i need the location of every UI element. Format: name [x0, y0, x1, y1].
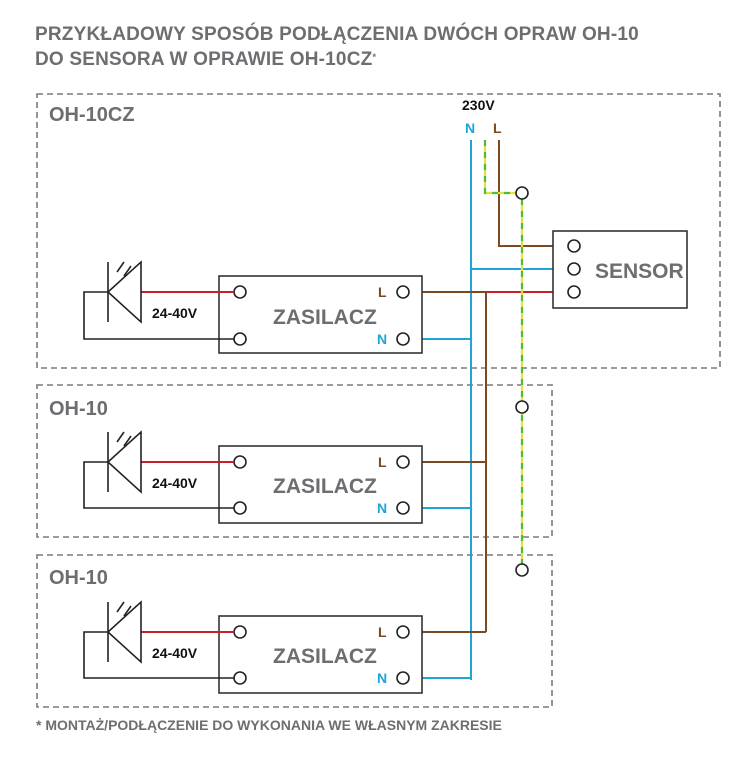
psu3-l-label: L — [378, 624, 387, 640]
sensor-terminal-2 — [567, 262, 581, 276]
fixture-name-oh10cz: OH-10CZ — [49, 104, 135, 126]
sensor-terminal-3 — [567, 285, 581, 299]
supply-voltage-label: 230V — [462, 97, 495, 113]
psu3-n-label: N — [377, 670, 387, 686]
psu-label-2: ZASILACZ — [273, 475, 377, 498]
sensor-unit: SENSOR — [552, 230, 688, 309]
psu3-led-plus-terminal — [233, 625, 247, 639]
psu3-l-terminal — [396, 625, 410, 639]
psu1-led-plus-terminal — [233, 285, 247, 299]
psu2-n-terminal — [396, 501, 410, 515]
psu3-n-terminal — [396, 671, 410, 685]
supply-n-label: N — [465, 120, 475, 136]
psu-label-3: ZASILACZ — [273, 645, 377, 668]
fixture-name-oh10-1: OH-10 — [49, 398, 108, 420]
fixture-oh10-2-circuit: ZASILACZ L N 24-40V — [83, 600, 423, 694]
sensor-label: SENSOR — [595, 260, 684, 283]
psu1-n-terminal — [396, 332, 410, 346]
psu1-l-terminal — [396, 285, 410, 299]
sensor-terminal-1 — [567, 239, 581, 253]
psu-box-3 — [218, 615, 423, 694]
fixture-box-oh10cz — [36, 93, 721, 369]
fixture-oh10cz-circuit: ZASILACZ L N 24-40V — [83, 260, 423, 354]
psu3-led-minus-terminal — [233, 671, 247, 685]
footnote: * MONTAŻ/PODŁĄCZENIE DO WYKONANIA WE WŁA… — [36, 717, 502, 733]
live-wiring — [405, 140, 566, 633]
led-voltage-3: 24-40V — [152, 645, 198, 661]
supply-l-label: L — [493, 120, 502, 136]
title-line-2-text: DO SENSORA W OPRAWIE OH-10CZ — [35, 49, 373, 70]
earth-terminal-mid — [515, 400, 529, 414]
title-line-2: DO SENSORA W OPRAWIE OH-10CZ* — [35, 47, 735, 72]
psu-label-1: ZASILACZ — [273, 306, 377, 329]
psu1-l-label: L — [378, 284, 387, 300]
psu2-led-minus-terminal — [233, 501, 247, 515]
earth-terminal-top — [515, 186, 529, 200]
psu-box-1 — [218, 275, 423, 354]
psu2-n-label: N — [377, 500, 387, 516]
fixture-box-oh10-1 — [36, 384, 553, 538]
title-line-1: PRZYKŁADOWY SPOSÓB PODŁĄCZENIA DWÓCH OPR… — [35, 24, 639, 45]
led-voltage-1: 24-40V — [152, 305, 198, 321]
earth-terminal-bottom — [515, 563, 529, 577]
psu2-l-terminal — [396, 455, 410, 469]
footnote-mark: * — [372, 52, 377, 62]
led-voltage-2: 24-40V — [152, 475, 198, 491]
psu1-n-label: N — [377, 331, 387, 347]
fixture-oh10-1-circuit: ZASILACZ L N 24-40V — [83, 430, 423, 524]
psu2-led-plus-terminal — [233, 455, 247, 469]
fixture-box-oh10-2 — [36, 554, 553, 708]
psu2-l-label: L — [378, 454, 387, 470]
earth-wiring — [483, 140, 524, 570]
psu1-led-minus-terminal — [233, 332, 247, 346]
fixture-name-oh10-2: OH-10 — [49, 567, 108, 589]
diagram-title: PRZYKŁADOWY SPOSÓB PODŁĄCZENIA DWÓCH OPR… — [35, 22, 735, 72]
psu-box-2 — [218, 445, 423, 524]
